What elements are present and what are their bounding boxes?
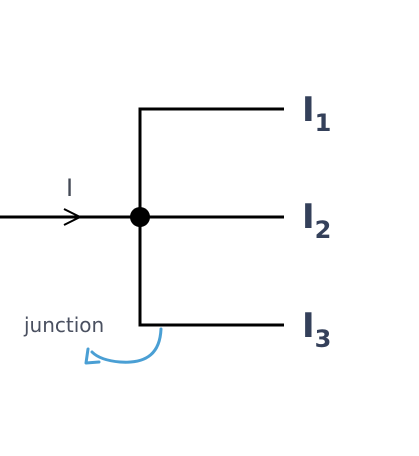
branch-label-2: I2	[302, 197, 331, 244]
branch-label-3: I3	[302, 306, 331, 353]
junction-node	[130, 207, 150, 227]
incoming-arrow-icon	[63, 208, 83, 226]
incoming-current-label: I	[66, 174, 73, 202]
annotation-arrow-icon	[84, 347, 101, 365]
annotation-curve	[90, 327, 163, 364]
junction-annotation-label: junction	[23, 313, 104, 337]
branch-label-1: I1	[302, 90, 331, 137]
